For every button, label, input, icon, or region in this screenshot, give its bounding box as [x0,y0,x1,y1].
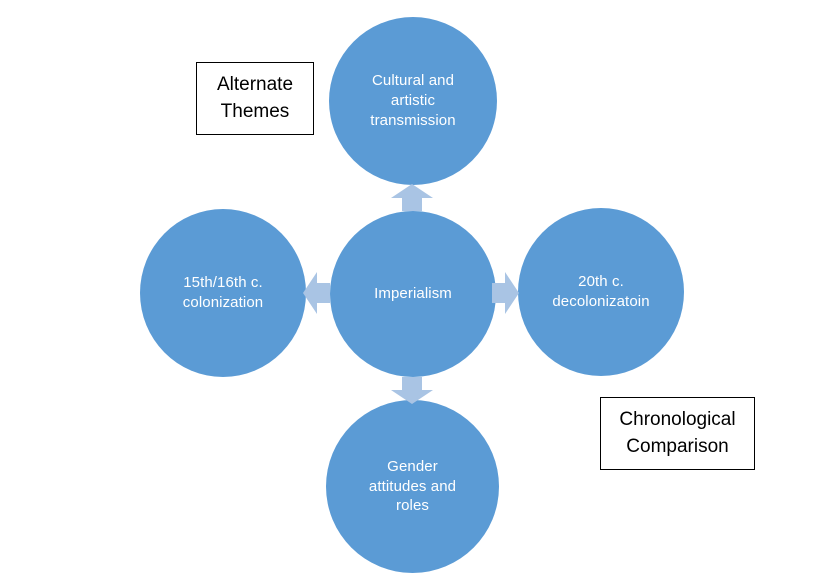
arrow-right-icon [492,272,519,314]
arrow-up-icon [391,184,433,211]
node-cultural-artistic-transmission[interactable]: Cultural and artistic transmission [329,17,497,185]
arrow-down-icon [391,377,433,404]
caption-alternate-themes[interactable]: Alternate Themes [196,62,314,135]
caption-chronological-comparison[interactable]: Chronological Comparison [600,397,755,470]
node-label: 15th/16th c. colonization [182,274,264,311]
node-label: Gender attitudes and roles [368,457,457,515]
node-15th-16th-colonization[interactable]: 15th/16th c. colonization [140,209,306,377]
node-label: Cultural and artistic transmission [370,72,456,129]
caption-label: Alternate Themes [216,73,294,122]
arrow-left-icon [303,272,330,314]
node-imperialism[interactable]: Imperialism [330,211,496,377]
node-20th-decolonization[interactable]: 20th c. decolonizatoin [518,208,684,376]
node-label: Imperialism [374,285,452,303]
node-label: 20th c. decolonizatoin [552,273,650,310]
caption-label: Chronological Comparison [619,408,736,457]
node-gender-attitudes-roles[interactable]: Gender attitudes and roles [326,400,499,573]
